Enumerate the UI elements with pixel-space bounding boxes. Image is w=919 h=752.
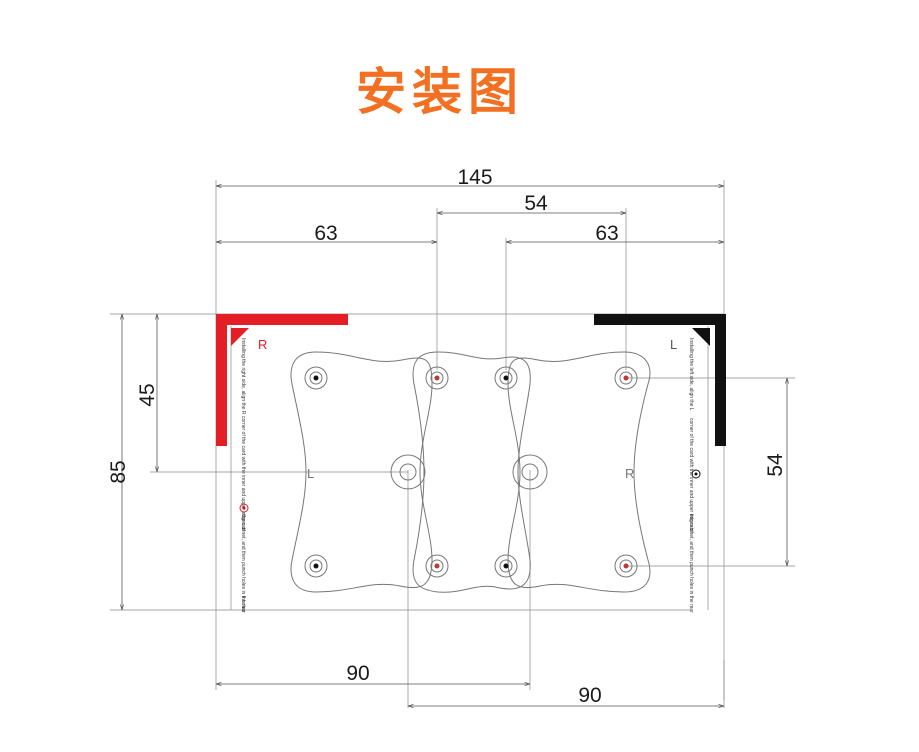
screw-holes	[304, 366, 638, 578]
template-outline	[230, 326, 709, 610]
hole-left-bottom	[304, 554, 328, 578]
dim-right-side: 54	[764, 453, 787, 477]
dim-top-overall: 145	[457, 166, 492, 189]
right-instruction-note: Installing the left side, align the L co…	[688, 338, 694, 613]
left-note-3: the cabinet, and then punch holes in the…	[240, 514, 246, 613]
cup-hole-left	[390, 454, 426, 490]
center-hinge-plate	[412, 351, 531, 593]
hole-right-top	[614, 366, 638, 390]
hole-left-top	[304, 366, 328, 390]
cup-hole-right	[512, 454, 548, 490]
plate-right-label: R	[625, 466, 634, 481]
dim-left-outer: 85	[107, 460, 130, 483]
hole-center-left-top	[425, 366, 449, 390]
right-note-3: the cabinet, and then punch holes in the…	[688, 514, 694, 613]
dim-bottom-left: 90	[346, 662, 369, 685]
plate-left-label: L	[307, 466, 314, 481]
right-corner-label: L	[670, 337, 677, 352]
left-corner-bracket	[216, 314, 348, 446]
right-note-1: Installing the left side, align the L	[688, 338, 694, 411]
hole-right-bottom	[614, 554, 638, 578]
dim-top-left: 63	[314, 222, 337, 245]
left-note-2: corner of the card with the inner and up…	[240, 416, 246, 531]
right-hinge-plate	[507, 351, 651, 593]
right-corner-bracket	[594, 314, 726, 446]
dim-top-right: 63	[595, 222, 618, 245]
left-hinge-plate	[290, 351, 433, 593]
hole-center-right-bottom	[494, 554, 518, 578]
hole-center-left-bottom	[425, 554, 449, 578]
page-title: 安装图	[356, 63, 524, 121]
left-note-1: Installing the right side, align the R	[240, 338, 246, 415]
right-note-2: corner of the card with the inner and up…	[688, 418, 694, 533]
align-target-icon	[239, 469, 701, 513]
dimension-lines	[122, 186, 787, 706]
left-note-4: k holes	[240, 596, 246, 612]
hole-center-right-top	[494, 366, 518, 390]
dim-bottom-right: 90	[578, 684, 601, 707]
left-instruction-note: Installing the right side, align the R c…	[240, 338, 246, 613]
dim-left-inner: 45	[136, 383, 159, 406]
dim-top-center: 54	[524, 192, 548, 215]
left-corner-label: R	[258, 337, 267, 352]
